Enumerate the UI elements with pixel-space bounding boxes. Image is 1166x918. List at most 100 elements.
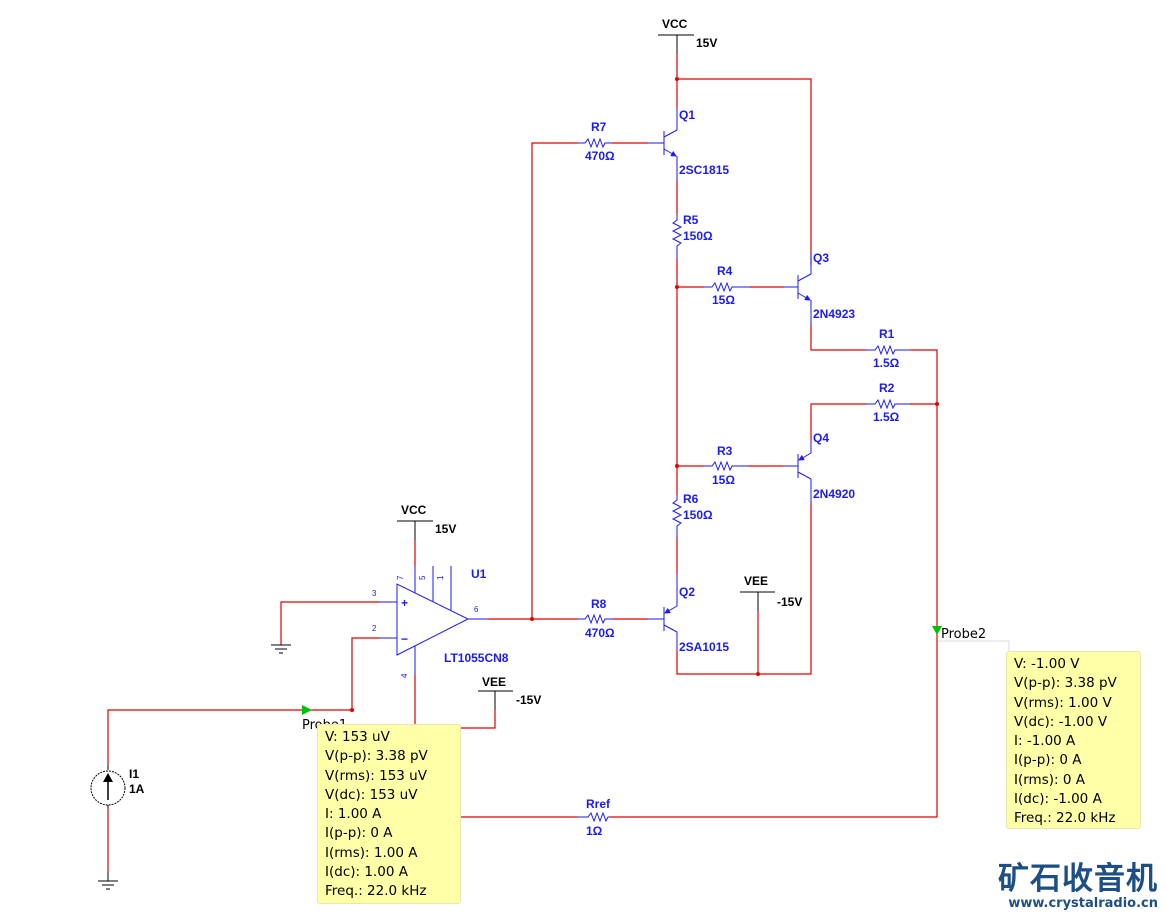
r6-value: 150Ω	[683, 508, 713, 522]
i1-ref: I1	[129, 767, 139, 781]
wire-i1-probe1	[107, 709, 352, 765]
vee-right-value: -15V	[777, 595, 802, 609]
wire-minus-input	[351, 637, 380, 710]
vee-right-symbol: VEE -15V	[740, 574, 802, 611]
resistor-r4[interactable]	[704, 281, 749, 293]
junction-dot	[935, 402, 939, 406]
r6-ref: R6	[683, 492, 699, 506]
i1-value: 1A	[129, 782, 145, 796]
opamp-u1[interactable]	[380, 566, 488, 675]
q4-part: 2N4920	[813, 487, 855, 501]
q2-ref: Q2	[679, 585, 695, 599]
opamp-pin-2: 2	[372, 624, 377, 633]
vcc-top-symbol: VCC 15V	[658, 17, 717, 54]
resistor-r6[interactable]	[671, 495, 683, 537]
opamp-pin-5: 5	[418, 575, 427, 580]
resistor-r3[interactable]	[704, 460, 748, 472]
r5-ref: R5	[683, 213, 699, 227]
rref-value: 1Ω	[586, 824, 603, 838]
vcc-top-label: VCC	[662, 17, 688, 31]
probe2-reading: V(rms): 1.00 V	[1014, 694, 1112, 711]
vcc-opamp-value: 15V	[435, 522, 456, 536]
q3-ref: Q3	[813, 251, 829, 265]
wire-r2-left	[810, 403, 866, 440]
probe2-readout: V: -1.00 V V(p-p): 3.38 pV V(rms): 1.00 …	[1006, 651, 1141, 829]
transistor-q3[interactable]	[784, 252, 812, 324]
q1-part: 2SC1815	[679, 163, 729, 177]
probe1-reading: I: 1.00 A	[325, 806, 382, 823]
probe2-reading: Freq.: 22.0 kHz	[1014, 810, 1116, 827]
resistor-r8[interactable]	[578, 613, 612, 625]
q3-part: 2N4923	[813, 307, 855, 321]
vee-opamp-label: VEE	[482, 675, 506, 689]
vcc-opamp-symbol: VCC 15V	[397, 503, 456, 540]
probe1-reading: V(rms): 153 uV	[325, 767, 427, 784]
vee-opamp-symbol: VEE -15V	[478, 675, 541, 710]
resistor-r7[interactable]	[578, 137, 612, 149]
probe2-name: Probe2	[941, 627, 986, 642]
r3-ref: R3	[717, 444, 733, 458]
u1-ref: U1	[471, 567, 487, 581]
wire-q4-vee	[758, 503, 812, 675]
q4-ref: Q4	[813, 431, 829, 445]
r1-value: 1.5Ω	[873, 356, 900, 370]
vee-opamp-value: -15V	[516, 693, 541, 707]
opamp-pin-6: 6	[474, 605, 479, 614]
watermark-title: 矿石收音机	[998, 861, 1158, 897]
r1-ref: R1	[879, 327, 895, 341]
opamp-pin-4: 4	[400, 673, 409, 678]
opamp-pin-1: 1	[436, 575, 445, 580]
r4-value: 15Ω	[712, 293, 735, 307]
wires	[107, 54, 938, 872]
current-source-i1[interactable]	[90, 765, 126, 808]
resistor-r5[interactable]	[671, 214, 683, 258]
r2-value: 1.5Ω	[873, 410, 900, 424]
probe2-marker[interactable]: Probe2	[932, 626, 1010, 652]
probe2-reading: V: -1.00 V	[1014, 656, 1080, 672]
probe1-reading: Freq.: 22.0 kHz	[325, 883, 427, 900]
r7-value: 470Ω	[585, 149, 615, 163]
q1-ref: Q1	[679, 108, 695, 122]
probe2-reading: I(p-p): 0 A	[1014, 752, 1082, 769]
junction-dot	[675, 285, 679, 289]
junction-dot	[675, 77, 679, 81]
u1-part: LT1055CN8	[444, 651, 509, 665]
resistor-r1[interactable]	[866, 344, 910, 356]
transistor-q2[interactable]	[648, 574, 678, 650]
probe1-reading: I(dc): 1.00 A	[325, 864, 408, 881]
r7-ref: R7	[591, 120, 607, 134]
opamp-pin-3: 3	[372, 589, 377, 598]
transistor-q4[interactable]	[783, 440, 812, 503]
r2-ref: R2	[879, 381, 895, 395]
junctions	[350, 77, 939, 712]
transistor-q1[interactable]	[648, 108, 678, 180]
opamp-plus-sign: +	[401, 596, 408, 610]
wire-vcc-q3	[677, 78, 812, 265]
opamp-minus-sign: −	[401, 632, 408, 646]
rref-ref: Rref	[586, 797, 611, 811]
wire-q2-vee	[676, 650, 758, 675]
wire-plus-ground	[280, 601, 380, 645]
probe1-reading: I(p-p): 0 A	[325, 825, 393, 842]
vcc-opamp-label: VCC	[401, 503, 427, 517]
junction-dot	[675, 464, 679, 468]
probe2-reading: V(p-p): 3.38 pV	[1014, 675, 1117, 692]
resistor-r2[interactable]	[866, 398, 909, 410]
opamp-pin-7: 7	[396, 575, 405, 580]
junction-dot	[350, 708, 354, 712]
probe1-reading: V: 153 uV	[325, 729, 390, 745]
probe1-reading: V(dc): 153 uV	[325, 786, 418, 803]
watermark-url: www.crystalradio.cn	[1008, 896, 1158, 911]
wire-r1-right	[910, 349, 938, 404]
watermark: 矿石收音机 www.crystalradio.cn	[998, 862, 1158, 912]
junction-dot	[756, 672, 760, 676]
vcc-top-value: 15V	[696, 36, 717, 50]
q2-part: 2SA1015	[679, 640, 729, 654]
ground-opamp-icon	[271, 644, 291, 654]
junction-dot	[530, 617, 534, 621]
wire-q3-r1	[810, 324, 866, 351]
r8-value: 470Ω	[585, 626, 615, 640]
resistor-rref[interactable]	[578, 811, 610, 823]
